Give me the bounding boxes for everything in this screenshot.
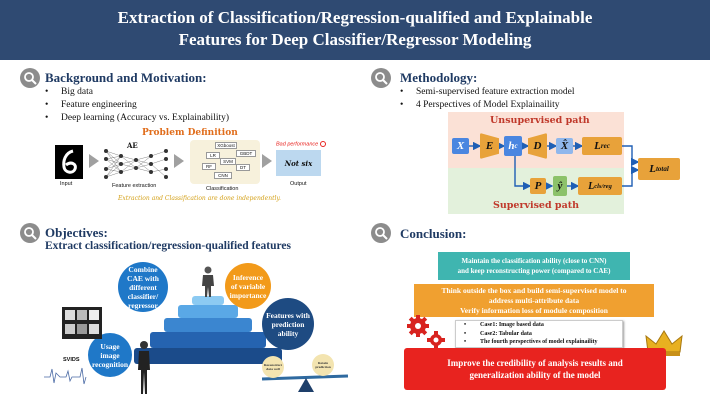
bullet-item: Feature engineering bbox=[45, 99, 229, 112]
conclusion-box-line: Maintain the classification ability (clo… bbox=[461, 257, 607, 265]
objectives-title: Objectives: bbox=[45, 225, 108, 240]
classifier-tag: SVM bbox=[220, 158, 236, 165]
ae-label: AE bbox=[127, 141, 138, 150]
conclusion-box-line: Improve the credibility of analysis resu… bbox=[447, 358, 623, 368]
title-line-1: Extraction of Classification/Regression-… bbox=[117, 8, 593, 27]
conclusion-box-line: address multi-attribute data bbox=[488, 295, 580, 305]
pyramid-tier bbox=[150, 332, 266, 348]
classifier-tag: CNN bbox=[214, 172, 232, 179]
node-x: X bbox=[452, 138, 469, 154]
conclusion-box-classification: Maintain the classification ability (clo… bbox=[438, 252, 630, 280]
input-label: Input bbox=[60, 181, 73, 187]
bad-performance-text: Bad performance bbox=[276, 141, 319, 148]
svids-label: SVIDS bbox=[63, 357, 80, 363]
classifier-tag: RF bbox=[202, 163, 216, 170]
classifier-tag: GBDT bbox=[236, 150, 256, 157]
classification-label: Classification bbox=[206, 186, 239, 192]
seesaw-left-weight: Reconstruct data well bbox=[262, 356, 284, 378]
seesaw-pivot bbox=[298, 378, 314, 392]
case-item: Case2: Tabular data bbox=[464, 330, 598, 339]
case-item: The fourth perspectives of model explain… bbox=[464, 338, 598, 347]
conclusion-box-line: generalization ability of the model bbox=[469, 370, 601, 380]
arrow-right-icon bbox=[174, 154, 184, 168]
node-decoder: D bbox=[528, 133, 547, 159]
digit-six-image bbox=[55, 145, 83, 179]
objectives-subtitle: Extract classification/regression-qualif… bbox=[45, 240, 291, 252]
flow-arrows bbox=[469, 141, 640, 191]
supervised-path-label: Supervised path bbox=[493, 200, 580, 211]
node-latent-symbol: h bbox=[508, 140, 515, 152]
classifier-tag: LR bbox=[206, 152, 220, 159]
pyramid-tier bbox=[192, 296, 224, 305]
classifier-tag: DT bbox=[236, 164, 250, 171]
sad-face-icon bbox=[319, 141, 326, 147]
bullet-item: Big data bbox=[45, 86, 229, 99]
objective-circle-image-recognition: Usage image recognition bbox=[88, 333, 132, 377]
bad-performance-label: Bad performance bbox=[276, 141, 326, 147]
bullet-item: 4 Perspectives of Model Explainaility bbox=[400, 99, 575, 112]
cases-list: Case1: Image based data Case2: Tabular d… bbox=[464, 321, 598, 347]
title-line-2: Features for Deep Classifier/Regressor M… bbox=[178, 30, 532, 49]
node-encoder: E bbox=[480, 133, 499, 159]
objective-circle-prediction: Features with prediction ability bbox=[262, 298, 314, 350]
conclusion-title: Conclusion: bbox=[400, 226, 467, 241]
feature-extraction-label: Feature extraction bbox=[112, 183, 157, 189]
magnifier-icon bbox=[371, 223, 391, 243]
node-l-rec-symbol: L bbox=[594, 140, 601, 152]
case-item: Case1: Image based data bbox=[464, 321, 598, 330]
bullet-item: Deep learning (Accuracy vs. Explainabili… bbox=[45, 112, 229, 125]
title-banner: Extraction of Classification/Regression-… bbox=[0, 0, 710, 60]
autoencoder-network-icon bbox=[104, 149, 168, 179]
arrow-right-icon bbox=[89, 154, 99, 168]
node-predictor: P bbox=[530, 178, 546, 194]
pyramid-tier bbox=[178, 305, 238, 318]
pyramid-tier bbox=[134, 348, 282, 364]
output-box: Not six bbox=[276, 150, 321, 176]
magnifier-icon bbox=[20, 68, 40, 88]
methodology-bullets: Semi-supervised feature extraction model… bbox=[400, 86, 575, 112]
pyramid-tier bbox=[164, 318, 252, 332]
seesaw-right-weight: Retain prediction bbox=[312, 354, 334, 376]
background-bullets: Big data Feature engineering Deep learni… bbox=[45, 86, 229, 125]
background-title: Background and Motivation: bbox=[45, 70, 207, 85]
node-yhat: ŷ bbox=[553, 176, 567, 196]
node-latent-sub: c bbox=[514, 142, 518, 150]
waveform-icon bbox=[44, 367, 87, 385]
gears-icon bbox=[407, 315, 445, 349]
node-l-total-sub: total bbox=[655, 165, 669, 173]
magnifier-icon bbox=[20, 223, 40, 243]
objective-circle-cae: Combine CAE with different classifier/ r… bbox=[118, 262, 168, 312]
thinking-person-icon bbox=[138, 341, 150, 394]
unsupervised-path-label: Unsupervised path bbox=[490, 115, 590, 126]
node-l-total-symbol: L bbox=[649, 163, 656, 175]
bullet-item: Semi-supervised feature extraction model bbox=[400, 86, 575, 99]
conclusion-box-line: and keep reconstructing power (compared … bbox=[457, 267, 611, 275]
conclusion-box-semi-supervised: Think outside the box and build semi-sup… bbox=[414, 284, 654, 317]
objective-circle-importance: Inference of variable importance bbox=[225, 263, 271, 309]
output-label: Output bbox=[290, 181, 307, 187]
person-icon bbox=[202, 266, 214, 297]
image-data-thumbnails bbox=[62, 307, 102, 339]
independence-note: Extraction and Classification are done i… bbox=[118, 195, 281, 202]
arrow-right-icon bbox=[262, 154, 272, 168]
node-xhat: X̂ bbox=[556, 138, 573, 154]
conclusion-box-line: Verify information loss of module compos… bbox=[460, 305, 608, 315]
magnifier-icon bbox=[371, 68, 391, 88]
node-l-cls-sub: cls/reg bbox=[594, 182, 612, 190]
conclusion-box-credibility: Improve the credibility of analysis resu… bbox=[404, 348, 666, 390]
node-l-cls-symbol: L bbox=[588, 180, 595, 192]
classifier-tag: XGboost bbox=[215, 142, 237, 149]
methodology-title: Methodology: bbox=[400, 70, 478, 85]
conclusion-box-line: Think outside the box and build semi-sup… bbox=[441, 285, 627, 295]
node-l-rec-sub: rec bbox=[600, 142, 610, 150]
problem-definition-title: Problem Definition bbox=[142, 128, 238, 138]
